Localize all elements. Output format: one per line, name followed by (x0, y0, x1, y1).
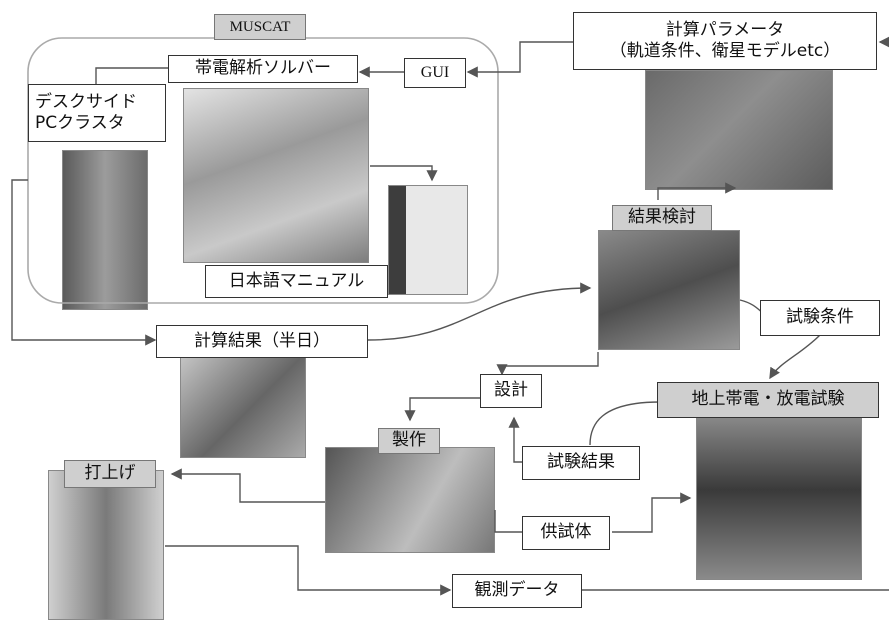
parameters-title: 計算パラメータ (665, 19, 785, 40)
pc-cluster-image (62, 150, 148, 310)
manual-box: 日本語マニュアル (205, 265, 388, 298)
pc-cluster-box: デスクサイド PCクラスタ (28, 84, 166, 142)
gui-box: GUI (404, 58, 466, 88)
parameters-box: 計算パラメータ （軌道条件、衛星モデルetc） (573, 12, 877, 70)
test-conditions-box: 試験条件 (760, 300, 880, 336)
pc-cluster-line-2: PCクラスタ (35, 113, 125, 133)
specimen-box: 供試体 (522, 516, 610, 550)
parameter-screen-image (645, 70, 833, 190)
parameters-subtitle: （軌道条件、衛星モデルetc） (609, 41, 841, 61)
observation-data-box: 観測データ (452, 574, 582, 608)
design-box: 設計 (480, 374, 542, 408)
fabrication-box: 製作 (378, 428, 440, 454)
pc-cluster-line-1: デスクサイド (35, 91, 137, 112)
review-image (598, 230, 740, 350)
solver-workstation-image (183, 88, 369, 263)
review-box: 結果検討 (612, 205, 712, 231)
test-results-box: 試験結果 (522, 446, 640, 480)
fabrication-image (325, 447, 495, 553)
calc-result-box: 計算結果（半日） (156, 325, 368, 358)
manual-book-image (388, 185, 468, 295)
ground-test-box: 地上帯電・放電試験 (657, 382, 879, 418)
launch-box: 打上げ (64, 460, 156, 488)
muscat-label: MUSCAT (214, 14, 306, 40)
solver-box: 帯電解析ソルバー (168, 55, 358, 83)
